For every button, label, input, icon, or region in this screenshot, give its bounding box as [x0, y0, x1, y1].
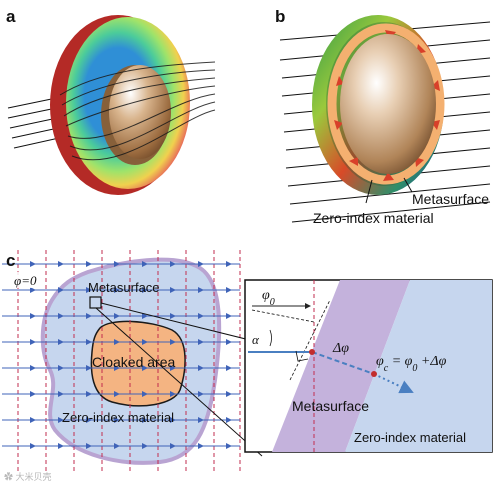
- watermark: ✿ 大米贝壳: [4, 471, 52, 482]
- inset-delta-phi-label: Δφ: [332, 341, 349, 356]
- panel-b-metasurface-pointer: [403, 177, 413, 193]
- inset-zero-index-region: [345, 280, 492, 452]
- inset-alpha-arc: [269, 329, 272, 347]
- inset-metasurface-label: Metasurface: [292, 398, 369, 414]
- inset-wave-zero-index: [373, 373, 414, 394]
- inset-point-exit: [371, 371, 377, 377]
- panel-c-letter: c: [6, 251, 15, 270]
- panel-c-cloaked-label: Cloaked area: [92, 354, 175, 370]
- panel-a: a: [6, 7, 216, 195]
- panel-a-field-lines-front: [59, 61, 216, 161]
- inset-wave-metasurface: [311, 351, 375, 375]
- panel-b-metasurface-label: Metasurface: [412, 191, 489, 207]
- panel-b-zero-index-pointer: [365, 179, 373, 204]
- panel-b-letter: b: [275, 7, 285, 26]
- panel-a-core: [109, 65, 171, 159]
- panel-a-letter: a: [6, 7, 16, 26]
- panel-c-zoom-box: [89, 296, 102, 309]
- panel-c-metasurface-label: Metasurface: [88, 280, 160, 295]
- panel-c-zero-index-label: Zero-index material: [62, 410, 174, 425]
- panel-b: b: [275, 7, 491, 226]
- inset-right-angle: [295, 350, 309, 362]
- inset-point-entry: [309, 349, 315, 355]
- inset-alpha-label: α: [252, 332, 260, 347]
- panel-c-phase-lines: [17, 250, 241, 472]
- panel-c: c φ=0 Metasurface Cloaked area Zero-inde…: [2, 250, 299, 472]
- inset-zero-index-label: Zero-index material: [354, 430, 466, 445]
- inset-tilt-line: [251, 309, 315, 323]
- panel-b-core: [340, 34, 436, 174]
- inset-metasurface-band: [272, 280, 410, 452]
- panel-c-inset: φ0 α Δφ φc = φ0 +Δφ Metasurface Zero-ind…: [244, 279, 493, 453]
- panel-c-zoom-line-lower: [95, 307, 263, 457]
- panel-b-zero-index-label: Zero-index material: [313, 210, 434, 226]
- inset-phi0-label: φ0: [262, 288, 275, 308]
- inset-phic-equation: φc = φ0 +Δφ: [376, 354, 447, 374]
- panel-c-phi-zero: φ=0: [14, 273, 37, 288]
